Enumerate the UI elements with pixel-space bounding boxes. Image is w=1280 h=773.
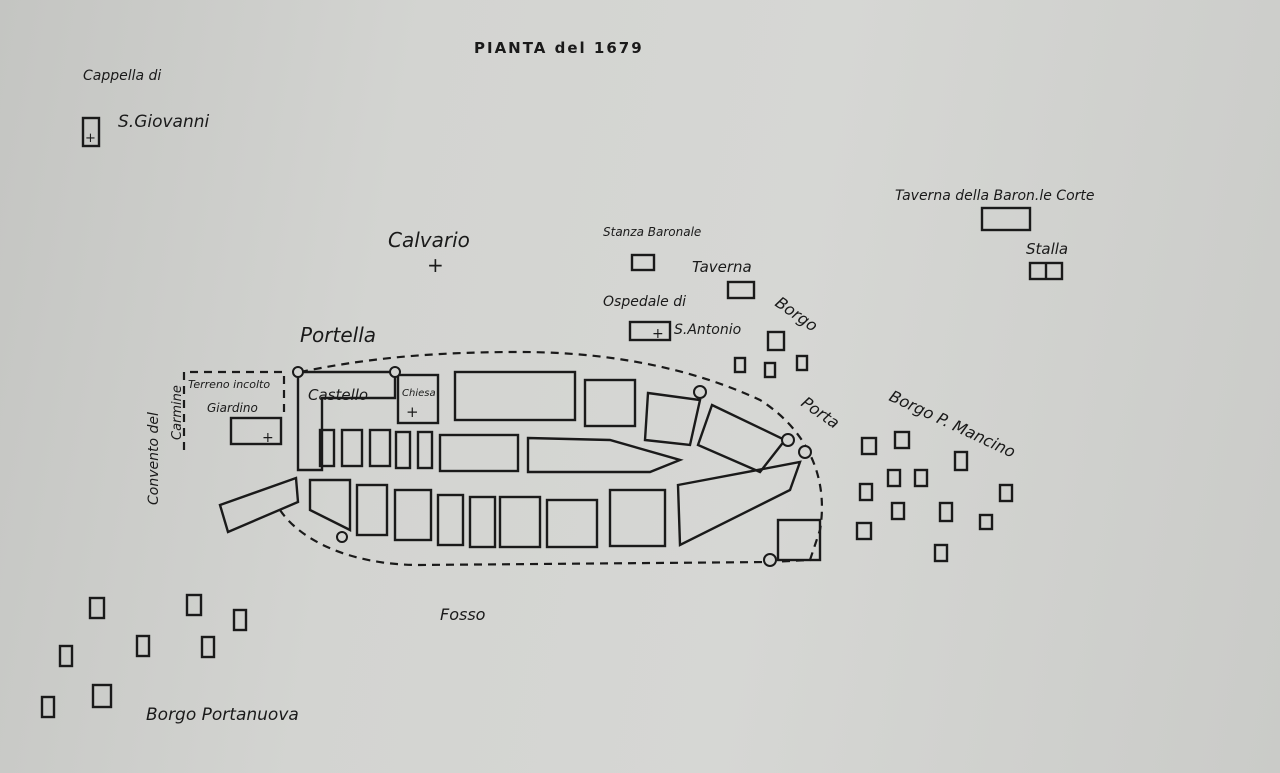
cross-icon: + (262, 430, 274, 446)
stanza-building (630, 253, 656, 272)
label-cappella-di: Cappella di (83, 68, 161, 84)
town-wall (279, 350, 823, 567)
cross-icon: + (427, 253, 444, 277)
borgo-houses (40, 330, 1014, 719)
taverna-baronale-building (980, 206, 1032, 232)
cross-icon: + (652, 326, 664, 342)
taverna-building (726, 280, 756, 300)
label-s-antonio: S.Antonio (674, 322, 741, 338)
label-portella: Portella (300, 323, 376, 347)
label-calvario: Calvario (388, 228, 470, 252)
label-porta: Porta (798, 393, 843, 433)
label-taverna-baronale: Taverna della Baron.le Corte (895, 188, 1095, 204)
town-blocks (218, 370, 822, 562)
chiesa-building (396, 373, 440, 425)
label-stanza-baronale: Stanza Baronale (603, 225, 701, 239)
label-fosso: Fosso (440, 605, 486, 624)
cross-icon: + (406, 403, 419, 421)
label-borgo: Borgo (772, 293, 822, 336)
label-borgo-portanuova: Borgo Portanuova (146, 705, 299, 725)
wall-towers (292, 366, 812, 567)
ospedale-building (628, 320, 672, 342)
map-title: PIANTA del 1679 (474, 39, 644, 57)
terreno-boundary (182, 370, 286, 450)
label-castello: Castello (308, 386, 368, 404)
label-giardino: Giardino (207, 401, 258, 415)
label-chiesa: Chiesa (402, 388, 436, 399)
label-convento: Convento del (146, 412, 162, 505)
cappella-building (81, 116, 101, 148)
label-stalla: Stalla (1026, 240, 1068, 258)
label-carmine: Carmine (170, 385, 185, 440)
label-s-giovanni: S.Giovanni (118, 112, 210, 132)
label-ospedale-di: Ospedale di (603, 294, 686, 310)
convento-building (229, 416, 283, 446)
label-terreno-incolto: Terreno incolto (188, 378, 270, 391)
label-taverna: Taverna (692, 258, 752, 276)
label-borgo-p-mancino: Borgo P. Mancino (886, 386, 1018, 461)
cross-icon: + (85, 131, 96, 146)
